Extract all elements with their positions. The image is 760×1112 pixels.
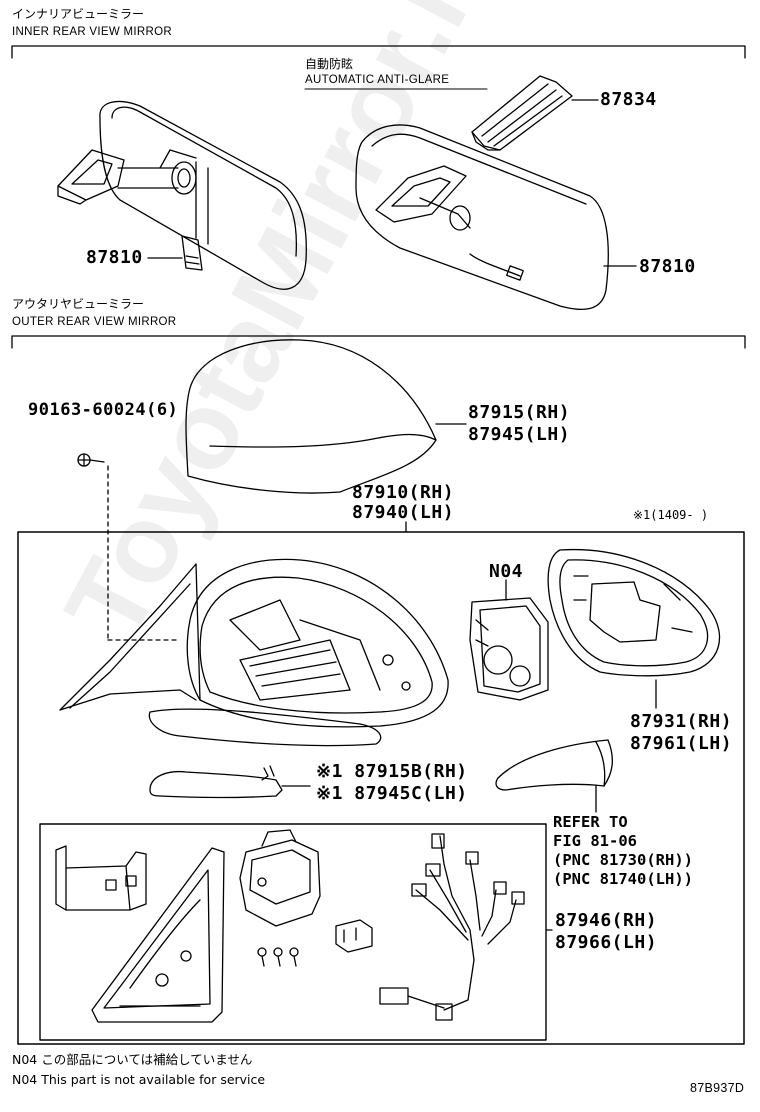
turn-signal-lamp-illustration [495, 739, 614, 813]
refer-line-1: REFER TO [553, 813, 628, 831]
small-screws [257, 947, 299, 967]
outer-title-jp: アウタリヤビューミラー [12, 297, 145, 311]
part-87945c-lh[interactable]: ※1 87945C(LH) [316, 783, 468, 804]
note-range: ※1(1409- ) [633, 508, 709, 522]
inner-title-en: INNER REAR VIEW MIRROR [12, 26, 172, 38]
refer-line-2[interactable]: FIG 81-06 [553, 832, 637, 850]
inner-title-jp: インナリアビューミラー [12, 7, 145, 21]
section-brackets [11, 45, 746, 349]
inner-mirror-auto-illustration [304, 75, 637, 311]
part-87966-lh[interactable]: 87966(LH) [555, 932, 658, 953]
n04-actuator-illustration [469, 579, 549, 701]
mirror-glass-illustration [547, 548, 721, 709]
sub-assembly-box [39, 823, 547, 1041]
part-87915-rh[interactable]: 87915(RH) [468, 402, 571, 423]
assembly-box [17, 531, 745, 1045]
sub-parts-illustration [55, 829, 525, 1023]
part-screw[interactable]: 90163-60024(6) [28, 400, 179, 420]
outer-title-en: OUTER REAR VIEW MIRROR [12, 316, 177, 328]
footer-note-en: N04 This part is not available for servi… [12, 1072, 266, 1087]
part-n04[interactable]: N04 [489, 561, 524, 582]
part-87940-lh[interactable]: 87940(LH) [352, 502, 455, 523]
auto-label-en: AUTOMATIC ANTI-GLARE [305, 74, 450, 86]
mirror-housing-illustration [59, 558, 449, 747]
inner-mirror-standard-illustration [57, 100, 307, 290]
diagram-code: 87B937D [690, 1081, 745, 1095]
part-87961-lh[interactable]: 87961(LH) [630, 733, 733, 754]
part-87946-rh[interactable]: 87946(RH) [555, 910, 658, 931]
auto-label-jp: 自動防眩 [305, 57, 354, 71]
side-lamp-illustration [149, 765, 311, 799]
part-87810-right[interactable]: 87810 [639, 256, 696, 277]
screw-illustration [77, 453, 181, 641]
part-87810-left[interactable]: 87810 [86, 247, 143, 268]
mirror-cover-illustration [185, 339, 467, 494]
footer-note-jp: N04 この部品については補給していません [12, 1052, 253, 1067]
part-87945-lh[interactable]: 87945(LH) [468, 424, 571, 445]
refer-line-4: (PNC 81740(LH)) [553, 870, 693, 888]
refer-line-3: (PNC 81730(RH)) [553, 851, 693, 869]
part-87915b-rh[interactable]: ※1 87915B(RH) [316, 761, 468, 782]
part-87910-rh[interactable]: 87910(RH) [352, 482, 455, 503]
part-87931-rh[interactable]: 87931(RH) [630, 711, 733, 732]
part-87834[interactable]: 87834 [600, 89, 657, 110]
